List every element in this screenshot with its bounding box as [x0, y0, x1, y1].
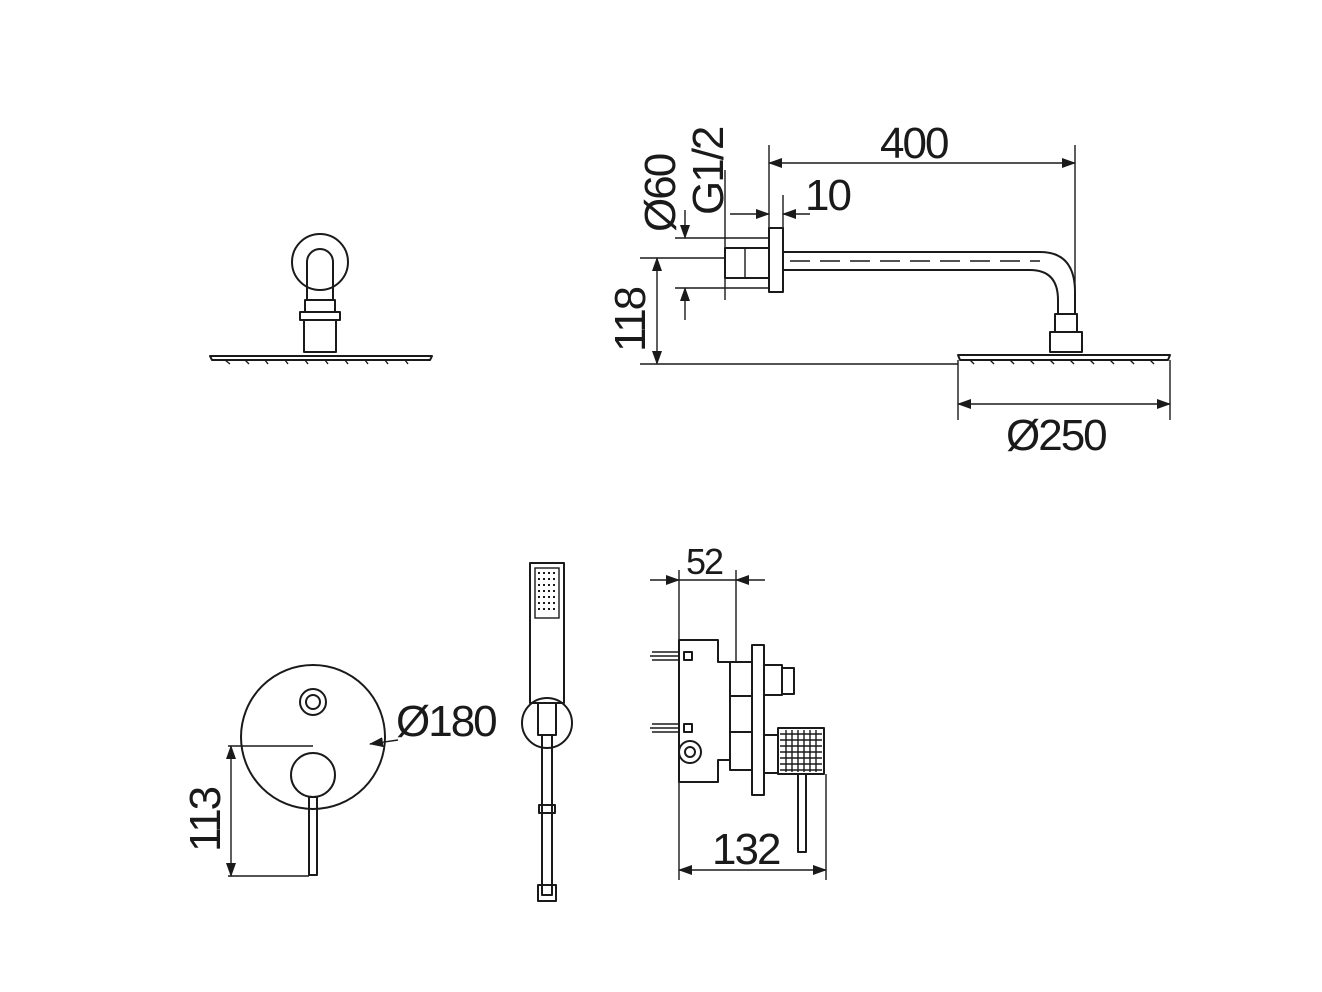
dim-132: 132	[712, 825, 780, 874]
dim-10: 10	[805, 171, 850, 220]
dim-118: 118	[606, 287, 655, 352]
shower-arm-side-view	[724, 227, 1171, 365]
dim-diameter-60: Ø60	[636, 154, 685, 232]
mixer-front-view	[226, 664, 399, 877]
dim-400: 400	[880, 119, 948, 168]
dim-diameter-180: Ø180	[396, 697, 496, 746]
dim-113: 113	[181, 787, 230, 852]
mixer-side-view	[650, 639, 825, 853]
dim-g12: G1/2	[684, 127, 733, 215]
dim-diameter-250: Ø250	[1006, 411, 1106, 460]
dimension-lines-top	[640, 145, 1171, 420]
dimension-lines-mixer	[650, 570, 827, 880]
shower-head-front-view	[209, 233, 433, 365]
dim-52: 52	[686, 541, 723, 582]
hand-shower	[521, 562, 573, 902]
